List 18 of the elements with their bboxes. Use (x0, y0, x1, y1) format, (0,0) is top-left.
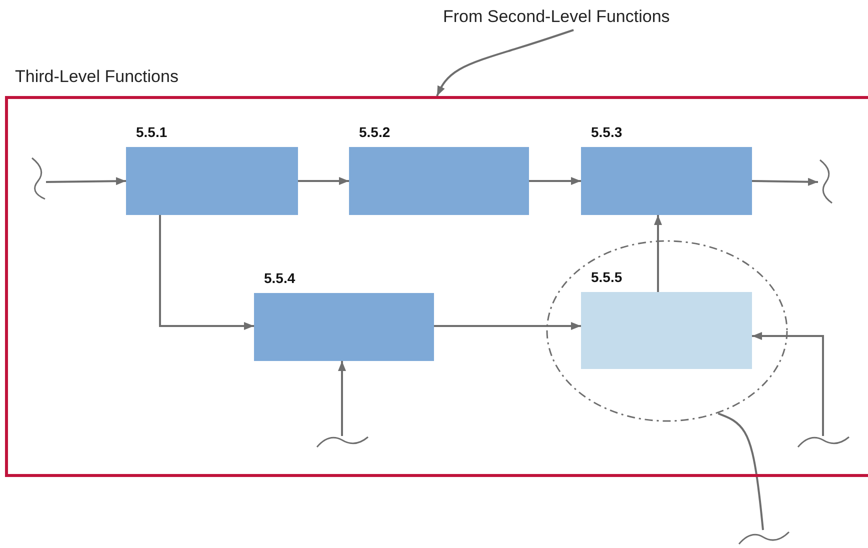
arrow (46, 177, 126, 186)
function-number: 5.5.5 (591, 268, 622, 286)
annotation-text: From Second-Level Functions (443, 6, 670, 28)
arrow (752, 332, 824, 436)
arrow (338, 361, 346, 436)
function-number: 5.5.2 (359, 123, 390, 141)
function-number: 5.5.1 (136, 123, 168, 141)
function-number: 5.5.4 (264, 269, 296, 287)
arrow (159, 215, 254, 330)
arrow (434, 322, 581, 330)
arrow (298, 177, 349, 185)
function-number: 5.5.3 (591, 123, 622, 141)
frame-title: Third-Level Functions (15, 66, 178, 88)
leader-line (718, 412, 764, 530)
arrow (654, 215, 662, 292)
arrow (529, 177, 581, 185)
arrow (752, 178, 818, 186)
arrow (436, 29, 574, 96)
